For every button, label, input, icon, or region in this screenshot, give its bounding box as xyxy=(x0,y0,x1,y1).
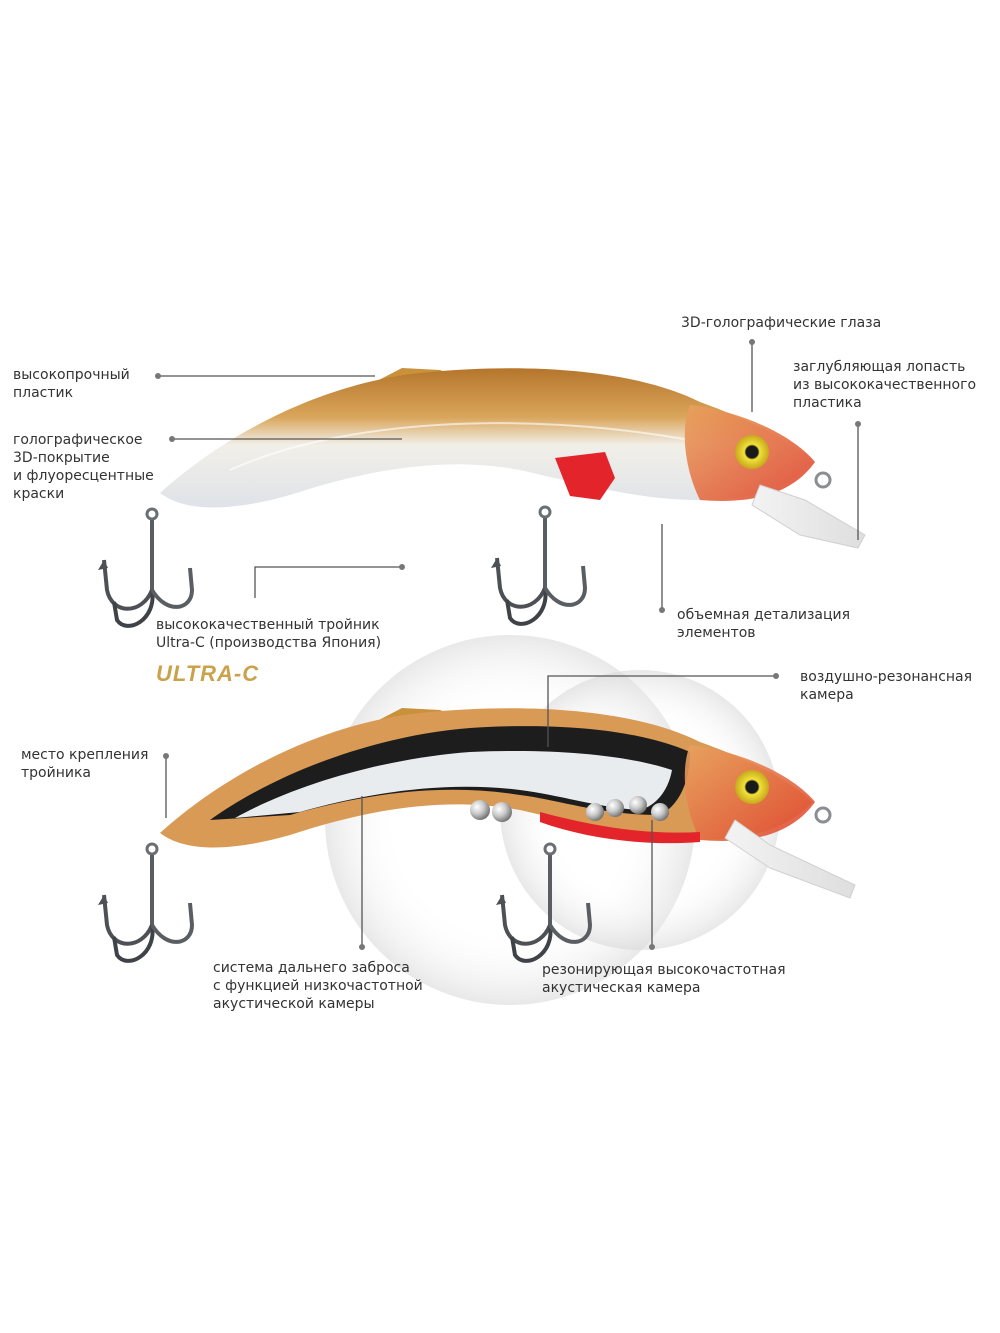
diving-lip xyxy=(751,484,866,549)
callout-volume-detail: объемная детализация элементов xyxy=(677,607,851,641)
callout-diving-lip: заглубляющая лопасть из высококачественн… xyxy=(793,359,977,411)
line-tie-ring xyxy=(814,806,832,824)
callout-long-cast: система дальнего заброса с функцией низк… xyxy=(213,960,423,1012)
rattle-ball xyxy=(470,800,490,820)
rattle-ball xyxy=(651,803,669,821)
lure-exterior xyxy=(96,368,866,628)
rattle-ball xyxy=(629,796,647,814)
leader-line xyxy=(547,675,776,747)
leader-lines xyxy=(155,339,861,950)
callout-hi-strength-plastic: высокопрочный пластик xyxy=(13,367,130,401)
front-treble-hook xyxy=(489,505,587,626)
callout-hook-mount: место крепления тройника xyxy=(21,747,149,781)
rear-treble-hook xyxy=(96,842,194,963)
callout-holo-eyes: 3D-голографические глаза xyxy=(681,315,882,331)
eye xyxy=(735,770,769,804)
callout-hf-chamber: резонирующая высокочастотная акустическа… xyxy=(542,962,786,996)
lure-cutaway xyxy=(96,635,856,1005)
rattle-ball xyxy=(492,802,512,822)
eye xyxy=(735,435,769,469)
callout-air-chamber: воздушно-резонансная камера xyxy=(800,669,973,703)
callout-holo-coating: голографическое 3D-покрытие и флуоресцен… xyxy=(13,432,154,502)
line-tie-ring xyxy=(814,471,832,489)
ultra-c-logo: ULTRA-C xyxy=(156,661,260,686)
diving-lip xyxy=(724,819,856,899)
rear-treble-hook xyxy=(96,507,194,628)
callout-treble-hook: высококачественный тройник Ultra-C (прои… xyxy=(156,617,382,651)
rattle-ball xyxy=(606,799,624,817)
lure-body xyxy=(160,368,812,508)
red-keel xyxy=(540,812,700,844)
lateral-scales xyxy=(229,422,691,471)
leader-line xyxy=(254,566,402,598)
rattle-ball xyxy=(586,803,604,821)
pectoral-fin xyxy=(555,452,615,500)
inner-chamber xyxy=(235,750,672,818)
